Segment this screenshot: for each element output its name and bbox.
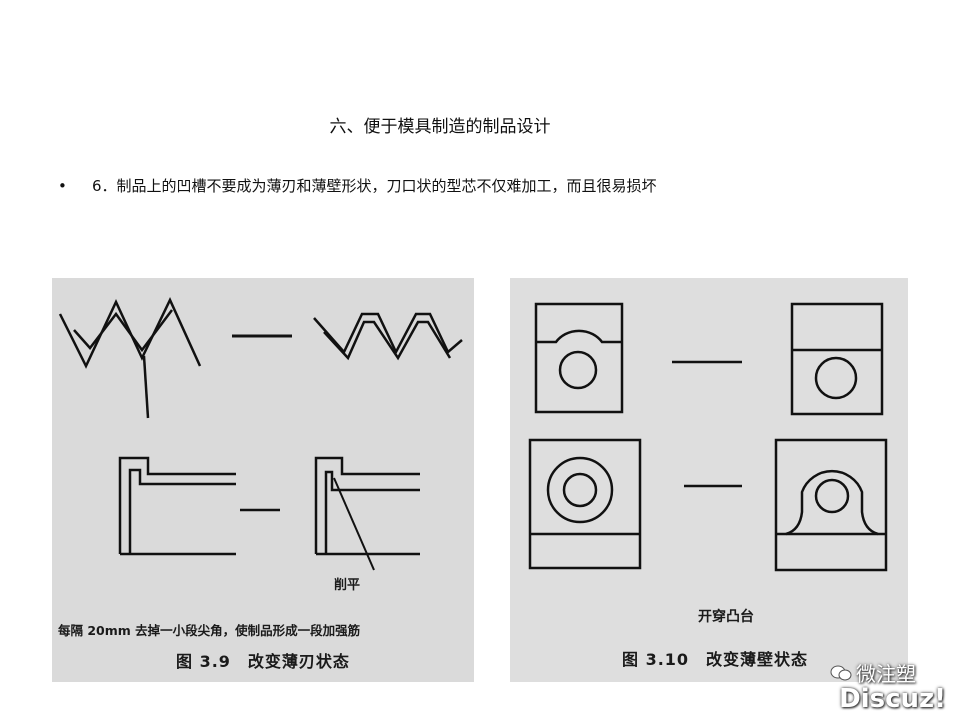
wechat-logo-icon bbox=[830, 665, 852, 680]
thin-edge-left-inner bbox=[128, 468, 236, 554]
trim-pointer bbox=[333, 477, 375, 571]
sharp-zigzag-inner bbox=[73, 309, 173, 353]
bullet-item: • 6．制品上的凹槽不要成为薄刃和薄壁形状，刀口状的型芯不仅难加工，而且很易损坏 bbox=[58, 175, 657, 196]
figure-3-10-caption: 图 3.10 改变薄壁状态 bbox=[622, 650, 809, 669]
slide-title: 六、便于模具制造的制品设计 bbox=[329, 117, 551, 137]
flat-zigzag-inner bbox=[323, 320, 452, 361]
part-bottom-right bbox=[774, 438, 888, 572]
watermark-bottom-text: Discuz! bbox=[839, 684, 946, 714]
figure-3-10-photo: 开穿凸台 图 3.10 改变薄壁状态 bbox=[510, 278, 908, 682]
part-top-right bbox=[790, 302, 884, 416]
pointer-line bbox=[142, 355, 150, 419]
part-bottom-left bbox=[528, 438, 642, 570]
figure-3-9-photo: 削平 每隔 20mm 去掉一小段尖角，使制品形成一段加强筋 图 3.9 改变薄刃… bbox=[52, 278, 474, 682]
bullet-text: 6．制品上的凹槽不要成为薄刃和薄壁形状，刀口状的型芯不仅难加工，而且很易损坏 bbox=[92, 177, 657, 195]
boss-label: 开穿凸台 bbox=[698, 609, 754, 625]
watermark-top: 微注塑 bbox=[830, 658, 916, 687]
watermark: 微注塑 Discuz! bbox=[800, 656, 950, 714]
figure-3-9-caption: 图 3.9 改变薄刃状态 bbox=[176, 652, 350, 671]
thin-edge-left bbox=[118, 456, 236, 554]
figure-3-10-drawing bbox=[528, 302, 888, 572]
figure-3-9-note: 每隔 20mm 去掉一小段尖角，使制品形成一段加强筋 bbox=[58, 623, 361, 638]
part-top-left bbox=[534, 302, 624, 414]
watermark-top-text: 微注塑 bbox=[856, 662, 916, 686]
bullet-dot: • bbox=[58, 176, 67, 195]
figure-3-9-drawing bbox=[58, 297, 463, 571]
trim-label: 削平 bbox=[334, 578, 361, 593]
flat-zigzag-outer bbox=[313, 312, 463, 355]
trimmed-edge-right bbox=[314, 456, 420, 554]
